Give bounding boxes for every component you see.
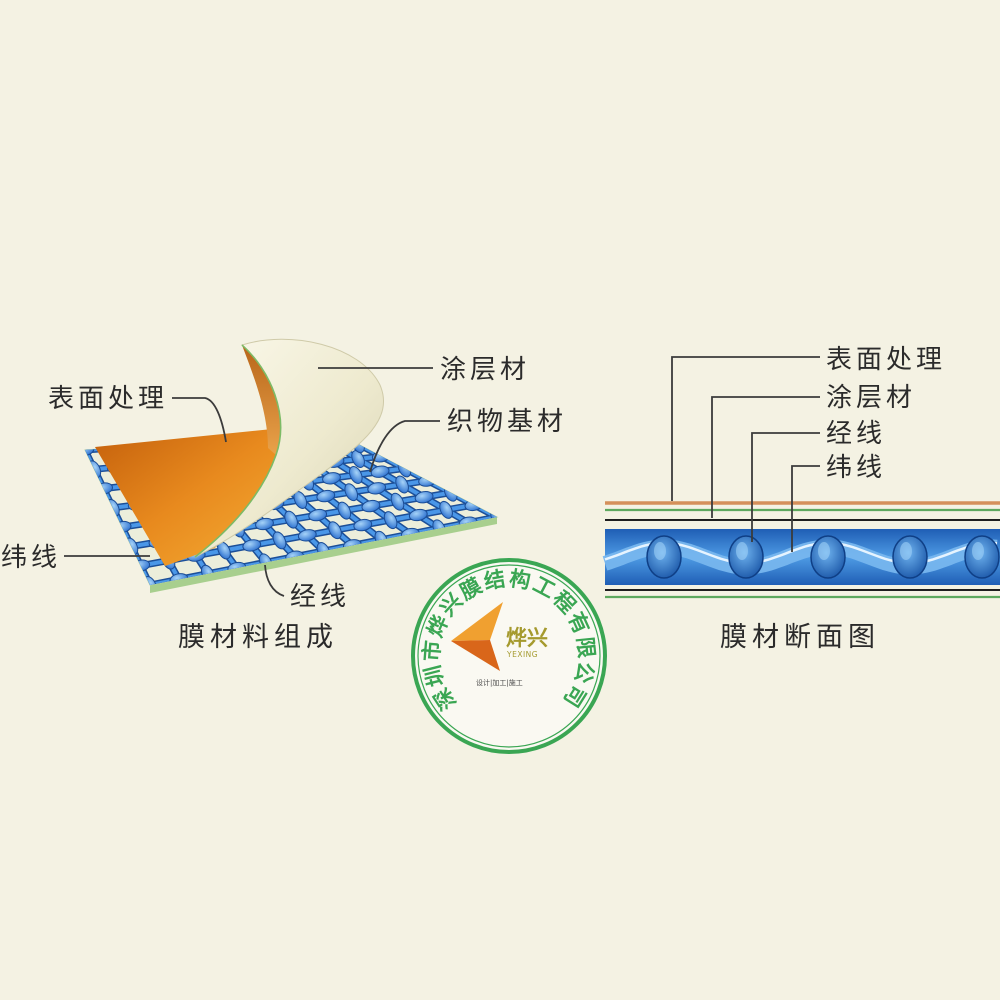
leader-section-surface-treatment: [671, 356, 820, 501]
mesh-knot: [351, 450, 365, 468]
mesh-knot: [390, 492, 405, 511]
warp-yarn-highlight: [900, 542, 912, 560]
caption-section: 膜材断面图: [720, 622, 880, 653]
mesh-knot: [255, 517, 274, 531]
mesh-knot: [344, 483, 359, 502]
stamp-brand-latin: YEXING: [506, 650, 538, 659]
mesh-knot: [439, 500, 453, 519]
label-coating: 涂层材: [440, 355, 530, 385]
mesh-knot: [395, 475, 409, 494]
mesh-knot: [414, 491, 434, 504]
label-section-surface-treatment: 表面处理: [826, 345, 946, 375]
warp-yarn-highlight: [818, 542, 830, 560]
mesh-knot: [242, 539, 262, 552]
stamp-outer-ring: [411, 558, 607, 754]
warp-yarn-highlight: [736, 542, 748, 560]
mesh-knot: [337, 501, 352, 520]
leader-section-warp: [751, 432, 820, 542]
coating-curl-underside: [242, 345, 281, 455]
caption-composition: 膜材料组成: [178, 622, 338, 653]
mesh-knot: [297, 529, 317, 542]
membrane-composition-diagram: 涂层材 表面处理 织物基材 纬线 经线 膜材料组成: [1, 338, 567, 653]
fabric-section: [602, 529, 1000, 585]
leader-warp: [264, 564, 285, 597]
label-section-warp: 经线: [826, 419, 886, 449]
leader-surface-treatment: [172, 397, 227, 443]
label-fabric-substrate: 织物基材: [447, 407, 567, 437]
leader-fabric-substrate: [369, 420, 440, 473]
warp-yarn-highlight: [654, 542, 666, 560]
mesh-knot: [316, 489, 336, 503]
mesh-knot: [353, 518, 373, 532]
mesh-knot: [383, 511, 398, 530]
mesh-knot: [348, 466, 363, 484]
label-section-weft: 纬线: [826, 453, 886, 483]
membrane-section-diagram: 表面处理 涂层材 经线 纬线 膜材断面图: [602, 345, 1000, 653]
surface-treatment-layer: [95, 428, 282, 566]
mesh-knot: [328, 521, 342, 540]
mesh-knot: [361, 499, 381, 513]
stamp-logo-lower-icon: [451, 640, 500, 671]
mesh-knot: [272, 531, 287, 550]
stamp-logo-upper-icon: [451, 602, 503, 641]
label-section-coating: 涂层材: [826, 383, 916, 413]
base-sheet-edge: [150, 517, 497, 593]
label-warp: 经线: [290, 582, 350, 612]
mesh-knot: [322, 472, 341, 485]
leader-section-coating: [711, 396, 820, 518]
stamp-services: 设计|加工|施工: [476, 678, 523, 687]
leader-section-weft: [791, 465, 820, 552]
mesh-knot: [308, 508, 328, 522]
label-weft: 纬线: [1, 543, 61, 573]
coating-curl-edge: [194, 344, 282, 558]
mesh-knot: [370, 465, 390, 478]
mesh-knot: [284, 510, 298, 529]
warp-yarn-highlight: [972, 542, 984, 560]
mesh-knot: [367, 482, 387, 495]
stamp-inner-ring: [417, 564, 601, 748]
label-surface-treatment: 表面处理: [48, 384, 168, 414]
stamp-brand: 烨兴: [506, 626, 548, 650]
company-stamp: 深圳市烨兴膜结构工程有限公司 烨兴 YEXING 设计|加工|施工: [411, 558, 607, 754]
mesh-knot: [408, 508, 428, 522]
